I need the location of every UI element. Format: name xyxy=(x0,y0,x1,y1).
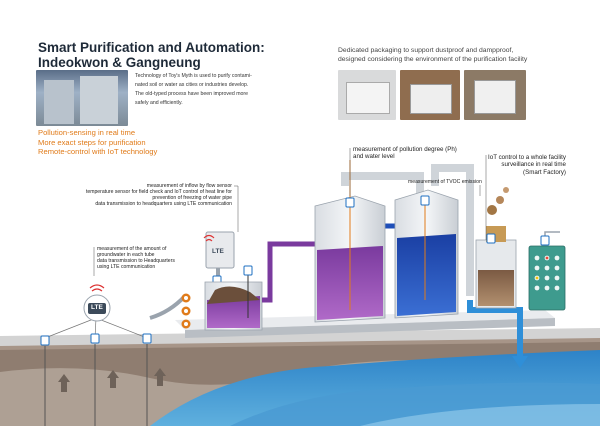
lte-bubble-tag: LTE xyxy=(91,304,103,311)
lte-box-tag: LTE xyxy=(212,248,224,255)
package-photo-1 xyxy=(338,70,396,120)
sea xyxy=(150,350,600,426)
highlight-item: More exact steps for purification xyxy=(38,137,146,147)
packaging-caption: Dedicated packaging to support dustproof… xyxy=(338,47,528,63)
purification-tower-2 xyxy=(394,189,459,319)
intro-text: Technology of Toy's Myth is used to puri… xyxy=(135,73,252,106)
package-photo-3 xyxy=(464,70,526,120)
groundwater-wells xyxy=(40,317,166,426)
lte-hub-icon xyxy=(83,284,111,322)
annotation-leaders xyxy=(93,148,487,276)
inflow-pipes xyxy=(149,231,235,329)
groundwater-annotation: measurement of the amount of groundwater… xyxy=(97,246,175,270)
tvoc-unit xyxy=(475,187,517,309)
highlight-item: Remote-control with IoT technology xyxy=(38,147,158,156)
purification-tower-1 xyxy=(314,160,386,323)
facility-photo xyxy=(36,70,128,126)
iot-annotation: IoT control to a whole facility surveill… xyxy=(488,154,566,176)
tvoc-annotation: measurement of TVOC emission xyxy=(408,179,482,185)
page-title: Smart Purification and Automation:Indeok… xyxy=(38,40,265,70)
settling-tank xyxy=(204,265,263,331)
highlight-item: Pollution-sensing in real time xyxy=(38,128,136,137)
control-panel xyxy=(528,235,566,311)
inflow-annotation: measurement of inflow by flow sensor tem… xyxy=(85,183,232,207)
pollution-annotation: measurement of pollution degree (Ph) and… xyxy=(353,146,457,161)
package-photo-2 xyxy=(400,70,460,120)
feature-highlights: Pollution-sensing in real time More exac… xyxy=(38,128,157,157)
platform xyxy=(175,310,555,338)
